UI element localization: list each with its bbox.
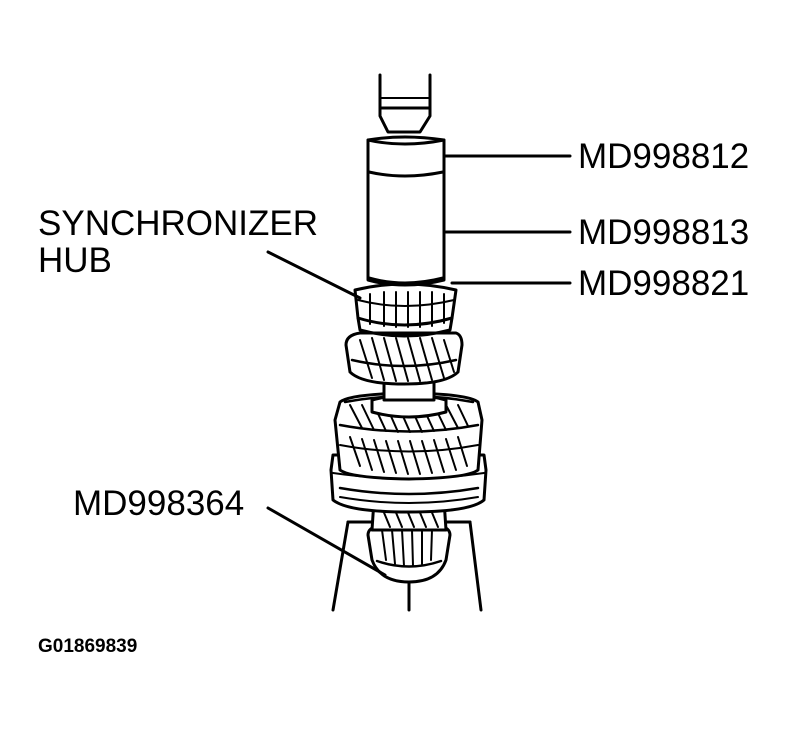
label-md998364: MD998364 [73,484,245,523]
bottom-bearing [366,524,452,584]
installer-tool [366,135,446,287]
synchronizer-hub [353,282,458,338]
leader-lines [266,154,572,577]
upper-gear [344,331,464,386]
label-synchronizer: SYNCHRONIZER [38,204,319,243]
figure-id: G01869839 [38,636,138,657]
label-md998812: MD998812 [578,137,750,176]
label-md998813: MD998813 [578,213,750,252]
label-md998821: MD998821 [578,264,750,303]
shaft-collar [370,378,448,419]
top-shaft [378,73,432,134]
label-hub: HUB [38,241,112,280]
